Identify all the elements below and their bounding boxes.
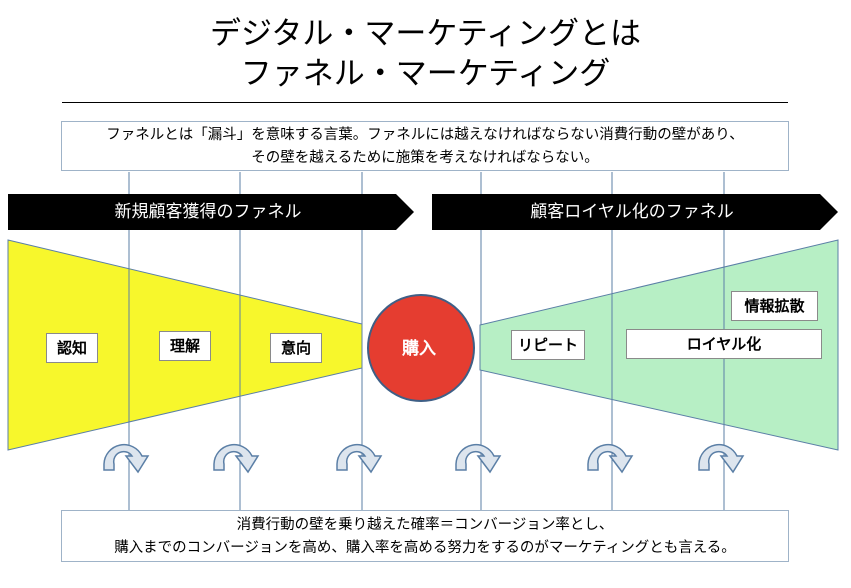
bottom-note: 消費行動の壁を乗り越えた確率＝コンバージョン率とし、 購入までのコンバージョンを… xyxy=(61,510,789,562)
stage-intention: 意向 xyxy=(270,333,322,363)
loyalty-banner-label: 顧客ロイヤル化のファネル xyxy=(530,202,734,222)
purchase-label: 購入 xyxy=(402,339,436,359)
loyalty-banner-arrow xyxy=(432,194,838,230)
title-line-1: デジタル・マーケティングとは xyxy=(210,16,641,52)
top-note-line-2: その壁を越えるために施策を考えなければならない。 xyxy=(251,150,599,166)
curved-arrow-icon xyxy=(455,443,502,474)
stage-loyalty: ロイヤル化 xyxy=(626,329,822,359)
curved-arrow-icon xyxy=(336,443,383,474)
top-note-line-1: ファネルとは「漏斗」を意味する言葉。ファネルには越えなければならない消費行動の壁… xyxy=(106,127,744,143)
purchase-circle xyxy=(367,294,475,402)
curved-arrows xyxy=(103,443,745,474)
title-divider xyxy=(62,102,788,103)
acquisition-banner-label: 新規顧客獲得のファネル xyxy=(114,202,302,222)
curved-arrow-icon xyxy=(587,443,634,474)
stage-repeat: リピート xyxy=(511,330,585,360)
bottom-note-line-2: 購入までのコンバージョンを高め、購入率を高める努力をするのがマーケティングとも言… xyxy=(114,540,736,556)
acquisition-banner-arrow xyxy=(8,194,414,230)
top-note: ファネルとは「漏斗」を意味する言葉。ファネルには越えなければならない消費行動の壁… xyxy=(61,121,789,171)
title-line-2: ファネル・マーケティング xyxy=(240,56,611,92)
bottom-note-line-1: 消費行動の壁を乗り越えた確率＝コンバージョン率とし、 xyxy=(236,517,614,533)
curved-arrow-icon xyxy=(698,443,745,474)
stage-information-spread: 情報拡散 xyxy=(731,291,818,321)
curved-arrow-icon xyxy=(213,443,260,474)
stage-awareness: 認知 xyxy=(46,333,98,363)
stage-understanding: 理解 xyxy=(159,331,211,361)
curved-arrow-icon xyxy=(103,443,150,474)
